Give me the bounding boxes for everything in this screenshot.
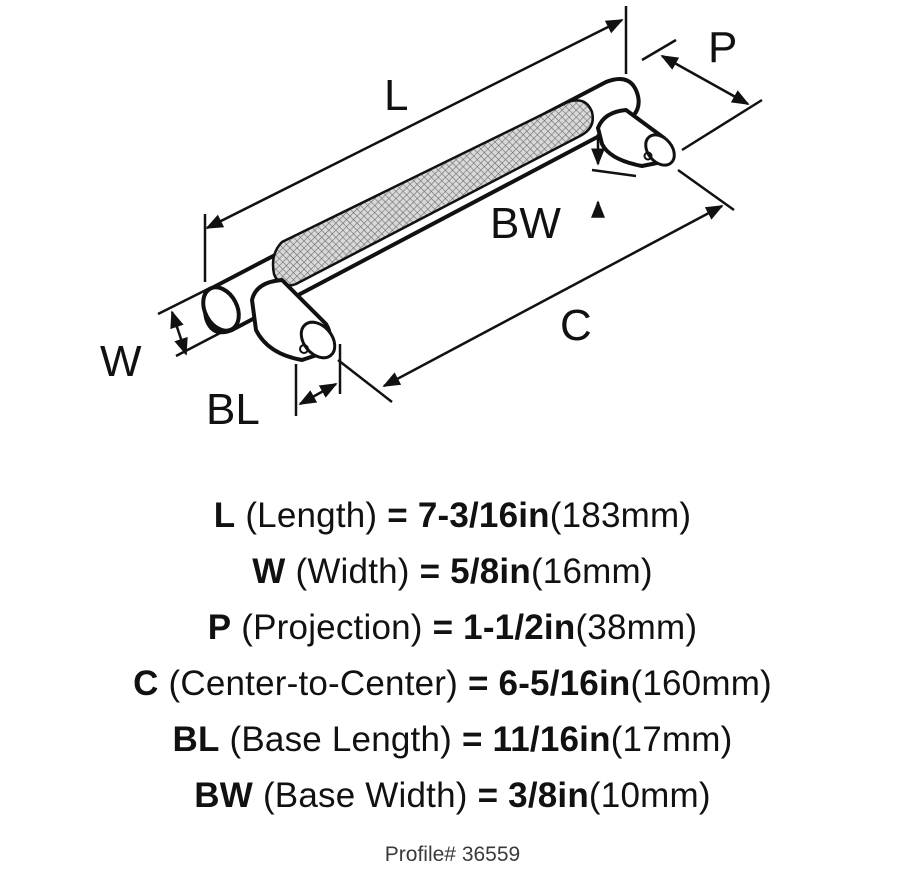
spec-projection: P (Projection) = 1-1/2in(38mm) xyxy=(207,608,698,647)
spec-length: L (Length) = 7-3/16in(183mm) xyxy=(213,496,692,535)
label-c: C xyxy=(560,301,592,350)
dimension-lines xyxy=(157,6,763,416)
spec-base-length: BL (Base Length) = 11/16in(17mm) xyxy=(172,720,733,759)
label-l: L xyxy=(384,71,408,120)
label-bl: BL xyxy=(206,385,260,434)
spec-base-width: BW (Base Width) = 3/8in(10mm) xyxy=(194,776,711,815)
label-w: W xyxy=(100,337,142,386)
spec-width: W (Width) = 5/8in(16mm) xyxy=(252,552,653,591)
label-bw: BW xyxy=(490,199,561,248)
left-base-post xyxy=(250,278,337,362)
profile-number: Profile# 36559 xyxy=(384,843,521,866)
right-base-post xyxy=(596,108,676,168)
spec-center-to-center: C (Center-to-Center) = 6-5/16in(160mm) xyxy=(133,664,772,703)
dimension-spec-list: L (Length) = 7-3/16in(183mm) W (Width) =… xyxy=(0,488,905,824)
pull-handle-diagram: L P BW C W BL xyxy=(100,6,763,434)
label-p: P xyxy=(708,23,737,72)
